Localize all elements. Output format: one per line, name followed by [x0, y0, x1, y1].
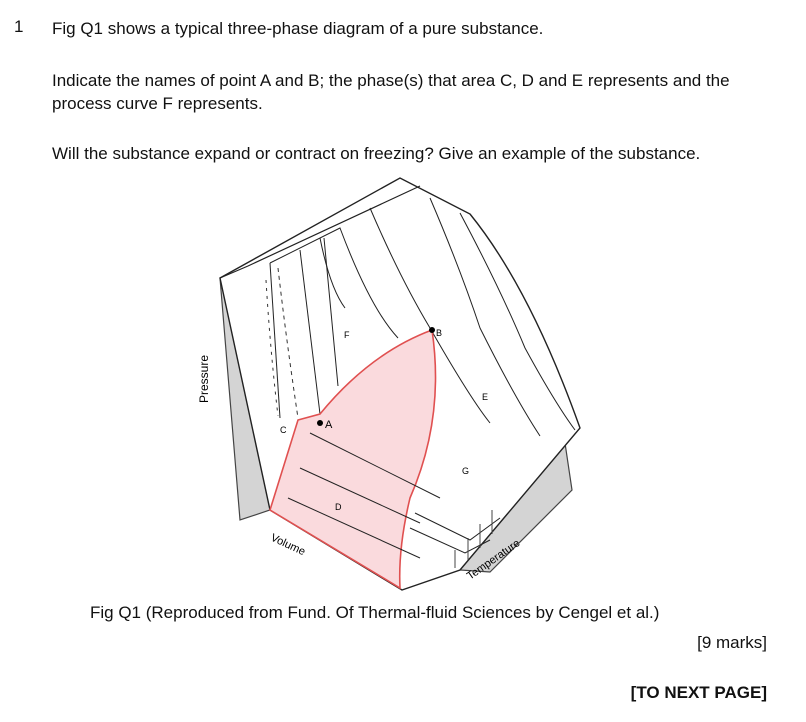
point-A-dot: [317, 420, 323, 426]
top-ridge: [219, 185, 421, 279]
pvt-surface-figure: A B C D E F G Pressure Volume Temperatur…: [197, 177, 581, 591]
label-G: G: [462, 466, 469, 476]
solid-edge-1: [269, 262, 281, 419]
question-number: 1: [14, 17, 24, 36]
figure-caption: Fig Q1 (Reproduced from Fund. Of Thermal…: [90, 603, 660, 622]
point-B-dot: [429, 327, 435, 333]
label-D: D: [335, 502, 342, 512]
label-A: A: [325, 419, 333, 431]
axis-volume-label: Volume: [269, 532, 307, 558]
solid-edge-3: [323, 237, 339, 387]
process-dashed: [277, 267, 299, 419]
solid-edge-2: [299, 249, 321, 415]
tie-line-1: [309, 432, 441, 499]
isotherm-1: [269, 227, 399, 339]
tie-line-3: [287, 497, 421, 559]
process-dashed-2: [265, 279, 279, 417]
label-B: B: [436, 328, 442, 338]
tie-line-2: [299, 467, 421, 524]
label-C: C: [280, 425, 287, 435]
question-instruction: Indicate the names of point A and B; the…: [52, 71, 730, 113]
two-phase-dome: [269, 328, 437, 590]
marks-label: [9 marks]: [697, 633, 767, 652]
isotherm-2: [319, 237, 346, 309]
bottom-steps: [454, 510, 493, 568]
next-page-label: [TO NEXT PAGE]: [630, 683, 767, 702]
isotherm-4: [429, 197, 541, 437]
label-E: E: [482, 392, 488, 402]
label-F: F: [344, 330, 350, 340]
question-intro: Fig Q1 shows a typical three-phase diagr…: [52, 19, 544, 38]
axis-pressure-label: Pressure: [197, 355, 211, 403]
isotherm-5: [459, 212, 576, 431]
lower-line-2: [409, 527, 491, 554]
lower-line-1: [414, 512, 501, 541]
question-followup: Will the substance expand or contract on…: [52, 144, 701, 163]
